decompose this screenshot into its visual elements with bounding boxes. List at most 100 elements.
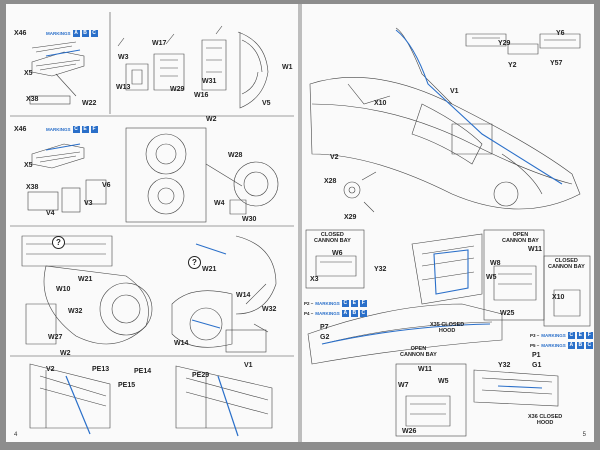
markings-indicator-p5: P5 – MARKINGS A B C (530, 342, 593, 349)
part-label: V5 (262, 100, 271, 107)
part-label: X28 (324, 178, 337, 185)
marking-badge: B (576, 342, 584, 349)
part-label: V4 (46, 210, 55, 217)
part-label: P7 (320, 324, 329, 331)
marking-badge: B (350, 310, 358, 317)
marking-badge: A (341, 310, 349, 317)
part-label: V2 (46, 366, 55, 373)
part-label: W8 (490, 260, 501, 267)
markings-indicator-p4: P4 – MARKINGS A B C (304, 310, 367, 317)
part-label: W2 (206, 116, 217, 123)
part-label: G1 (532, 362, 542, 369)
part-label: X10 (552, 294, 565, 301)
part-label: X5 (24, 162, 33, 169)
part-label: P1 (532, 352, 541, 359)
part-label: W16 (194, 92, 209, 99)
part-label: Y57 (550, 60, 563, 67)
attention-note-icon: ? (188, 256, 201, 269)
part-label: W10 (56, 286, 71, 293)
marking-badge: F (585, 332, 593, 339)
part-label: W32 (68, 308, 83, 315)
part-label: W30 (242, 216, 257, 223)
marking-badge: F (359, 300, 367, 307)
page-number: 4 (14, 432, 18, 438)
markings-indicator-top: MARKINGS A B C (46, 30, 98, 37)
marking-badge: E (350, 300, 358, 307)
part-label: G2 (320, 334, 330, 341)
part-label: W1 (282, 64, 293, 71)
marking-badge: C (567, 332, 575, 339)
part-label: V1 (450, 88, 459, 95)
part-label: Y32 (374, 266, 387, 273)
part-label: X5 (24, 70, 33, 77)
part-label: W5 (486, 274, 497, 281)
part-label: PE15 (118, 382, 136, 389)
part-label: W3 (118, 54, 129, 61)
part-label: X29 (344, 214, 357, 221)
assembly-drawings-left (10, 12, 294, 437)
part-label: W32 (262, 306, 277, 313)
part-label: W21 (202, 266, 217, 273)
marking-badge: A (567, 342, 575, 349)
marking-badge: C (359, 310, 367, 317)
part-label: W13 (116, 84, 131, 91)
markings-indicator-p3: P3 – MARKINGS C E F (530, 332, 593, 339)
marking-badge: F (90, 126, 98, 133)
part-label: W2 (60, 350, 71, 357)
part-label: W22 (82, 100, 97, 107)
marking-badge: A (72, 30, 80, 37)
part-label: W21 (78, 276, 93, 283)
page-number: 5 (582, 432, 586, 438)
part-label: X46 (14, 30, 27, 37)
part-label: V6 (102, 182, 111, 189)
part-label: W6 (332, 250, 343, 257)
markings-indicator-p2: P2 – MARKINGS C E F (304, 300, 367, 307)
part-label: V2 (330, 154, 339, 161)
part-label: W11 (528, 246, 543, 253)
marking-badge: C (341, 300, 349, 307)
part-label: X3 (310, 276, 319, 283)
part-label: X38 (26, 184, 39, 191)
marking-badge: E (576, 332, 584, 339)
instruction-page-left: MARKINGS A B C MARKINGS C E F X46 X5 X38… (6, 4, 298, 442)
attention-note-icon: ? (52, 236, 65, 249)
part-label: PE14 (134, 368, 152, 375)
part-label: W25 (500, 310, 515, 317)
part-label: Y2 (508, 62, 517, 69)
part-label: V1 (244, 362, 253, 369)
part-label: X46 (14, 126, 27, 133)
marking-badge: C (72, 126, 80, 133)
part-label: X10 (374, 100, 387, 107)
part-label: PE29 (192, 372, 210, 379)
part-label: W11 (418, 366, 433, 373)
part-label: W27 (48, 334, 63, 341)
part-label: X38 (26, 96, 39, 103)
part-label: W28 (228, 152, 243, 159)
marking-badge: B (81, 30, 89, 37)
part-label: W7 (398, 382, 409, 389)
part-label: Y32 (498, 362, 511, 369)
marking-badge: C (585, 342, 593, 349)
part-label: W5 (438, 378, 449, 385)
part-label: W26 (402, 428, 417, 435)
book-spine (298, 4, 302, 442)
assembly-drawings-right (305, 27, 591, 437)
part-label: Y6 (556, 30, 565, 37)
marking-badge: E (81, 126, 89, 133)
part-label: PE13 (92, 366, 110, 373)
part-label: W14 (236, 292, 251, 299)
marking-badge: C (90, 30, 98, 37)
part-label: W17 (152, 40, 167, 47)
part-label: W29 (170, 86, 185, 93)
part-label: W4 (214, 200, 225, 207)
part-label: W31 (202, 78, 217, 85)
part-label: W14 (174, 340, 189, 347)
part-label: V3 (84, 200, 93, 207)
